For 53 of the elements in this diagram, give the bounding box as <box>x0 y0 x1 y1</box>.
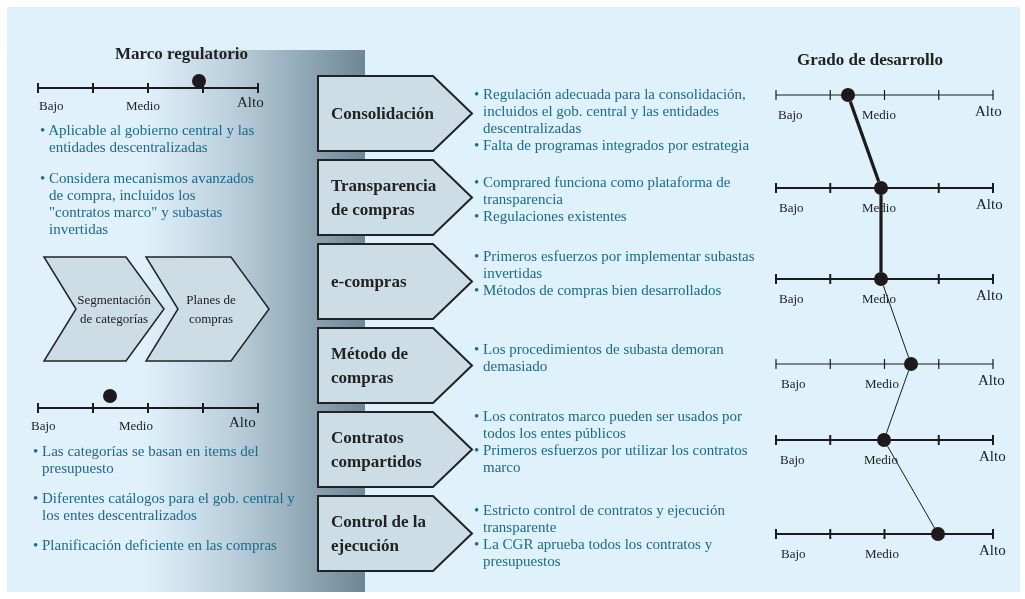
connector-line <box>848 101 881 182</box>
scale-label: Bajo <box>778 107 803 123</box>
box-label: Método de compras <box>331 342 409 389</box>
section-heading: Grado de desarrollo <box>797 50 944 70</box>
scale-label: Medio <box>865 546 899 562</box>
scale-label: Alto <box>975 103 1002 120</box>
bullet-text: • La CGR aprueba todos los contratos y presupuestos <box>474 536 714 570</box>
box-label: Transparencia de compras <box>331 174 438 221</box>
scale-label: Alto <box>976 287 1003 304</box>
scale-label: Bajo <box>779 291 804 307</box>
scale-label: Alto <box>976 196 1003 213</box>
box-label: e-compras <box>331 270 408 293</box>
scale-label: Medio <box>119 418 153 434</box>
scale-label: Medio <box>126 98 160 114</box>
scale-label: Bajo <box>781 546 806 562</box>
scale-label: Alto <box>237 94 264 111</box>
bullet-text: • Las categorías se basan en items del presupuesto <box>33 443 260 477</box>
bullet-text: • Regulaciones existentes <box>474 208 628 225</box>
scale-label: Bajo <box>779 200 804 216</box>
bullet-text: • Regulación adecuada para la consolidación, incluidos el gob. central y las entidades descentralizadas <box>474 86 747 137</box>
chevron-label: Planes de compras <box>185 291 237 328</box>
bullet-text: • Primeros esfuerzos por utilizar los contratos marco <box>474 442 749 476</box>
scale-label: Bajo <box>31 418 56 434</box>
bullet-text: • Los contratos marco pueden ser usados por todos los entes públicos <box>474 408 744 442</box>
bullet-text: • Planificación deficiente en las compras <box>33 537 278 554</box>
bullet-text: • Comprared funciona como plataforma de transparencia <box>474 174 732 208</box>
scale-label: Alto <box>229 414 256 431</box>
scale-label: Medio <box>862 107 896 123</box>
bullet-text: • Estricto control de contratos y ejecución transparente <box>474 502 726 536</box>
bullet-text: • Métodos de compras bien desarrollados <box>474 282 723 299</box>
scale-label: Bajo <box>781 376 806 392</box>
scale-label: Bajo <box>39 98 64 114</box>
scale-label: Alto <box>979 542 1006 559</box>
box-label: Consolidación <box>331 102 435 125</box>
scale-label: Bajo <box>780 452 805 468</box>
box-label: Contratos compartidos <box>331 426 423 473</box>
connector-line <box>887 445 935 529</box>
box-label: Control de la ejecución <box>331 510 428 557</box>
connector-line <box>882 285 910 358</box>
chevron-shape <box>43 256 165 362</box>
bullet-text: • Diferentes catálogos para el gob. central y los entes descentralizados <box>33 490 296 524</box>
scale-label: Medio <box>865 376 899 392</box>
bullet-text: • Falta de programas integrados por estrategia <box>474 137 751 154</box>
section-heading: Marco regulatorio <box>115 44 248 64</box>
bullet-text: • Primeros esfuerzos por implementar subastas invertidas <box>474 248 756 282</box>
scale-label: Alto <box>979 448 1006 465</box>
bullet-text: • Considera mecanismos avanzados de compra, incluidos los "contratos marco" y subastas invertidas <box>40 170 255 238</box>
bullet-text: • Aplicable al gobierno central y las entidades descentralizadas <box>40 122 256 156</box>
scale-label: Alto <box>978 372 1005 389</box>
bullet-text: • Los procedimientos de subasta demoran demasiado <box>474 341 725 375</box>
chevron-label: Segmentación de categorías <box>76 291 152 328</box>
connector-line <box>885 370 910 434</box>
connector-line <box>879 195 883 272</box>
